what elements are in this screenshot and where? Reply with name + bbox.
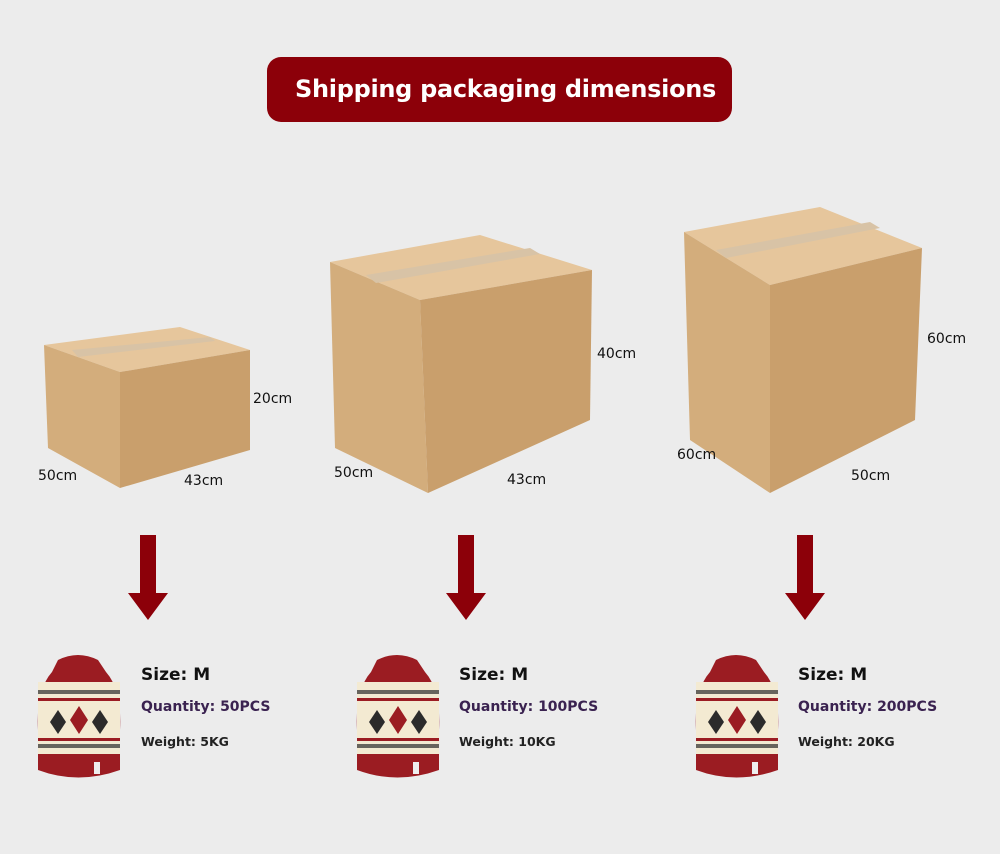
box-width-label: 43cm (184, 473, 224, 489)
box-width-label: 50cm (851, 468, 891, 484)
sweater-image (695, 655, 779, 778)
page-title: Shipping packaging dimensions (267, 57, 732, 122)
quantity-label: Quantity: 50PCS (141, 699, 271, 715)
box-depth-label: 60cm (677, 447, 717, 463)
box-height-label: 20cm (253, 391, 293, 407)
box-small (44, 327, 250, 488)
size-label: Size: M (459, 665, 529, 685)
size-label: Size: M (798, 665, 868, 685)
box-height-label: 40cm (597, 346, 637, 362)
box-depth-label: 50cm (38, 468, 78, 484)
weight-label: Weight: 5KG (141, 734, 229, 749)
sweater-image (37, 655, 121, 778)
sweater-image (356, 655, 440, 778)
arrow-down-icon (128, 535, 168, 620)
box-depth-label: 50cm (334, 465, 374, 481)
box-medium (330, 235, 592, 493)
size-label: Size: M (141, 665, 211, 685)
box-width-label: 43cm (507, 472, 547, 488)
box-height-label: 60cm (927, 331, 967, 347)
arrow-down-icon (785, 535, 825, 620)
quantity-label: Quantity: 200PCS (798, 699, 938, 715)
weight-label: Weight: 10KG (459, 734, 556, 749)
arrow-down-icon (446, 535, 486, 620)
weight-label: Weight: 20KG (798, 734, 895, 749)
quantity-label: Quantity: 100PCS (459, 699, 599, 715)
box-large (684, 207, 922, 493)
